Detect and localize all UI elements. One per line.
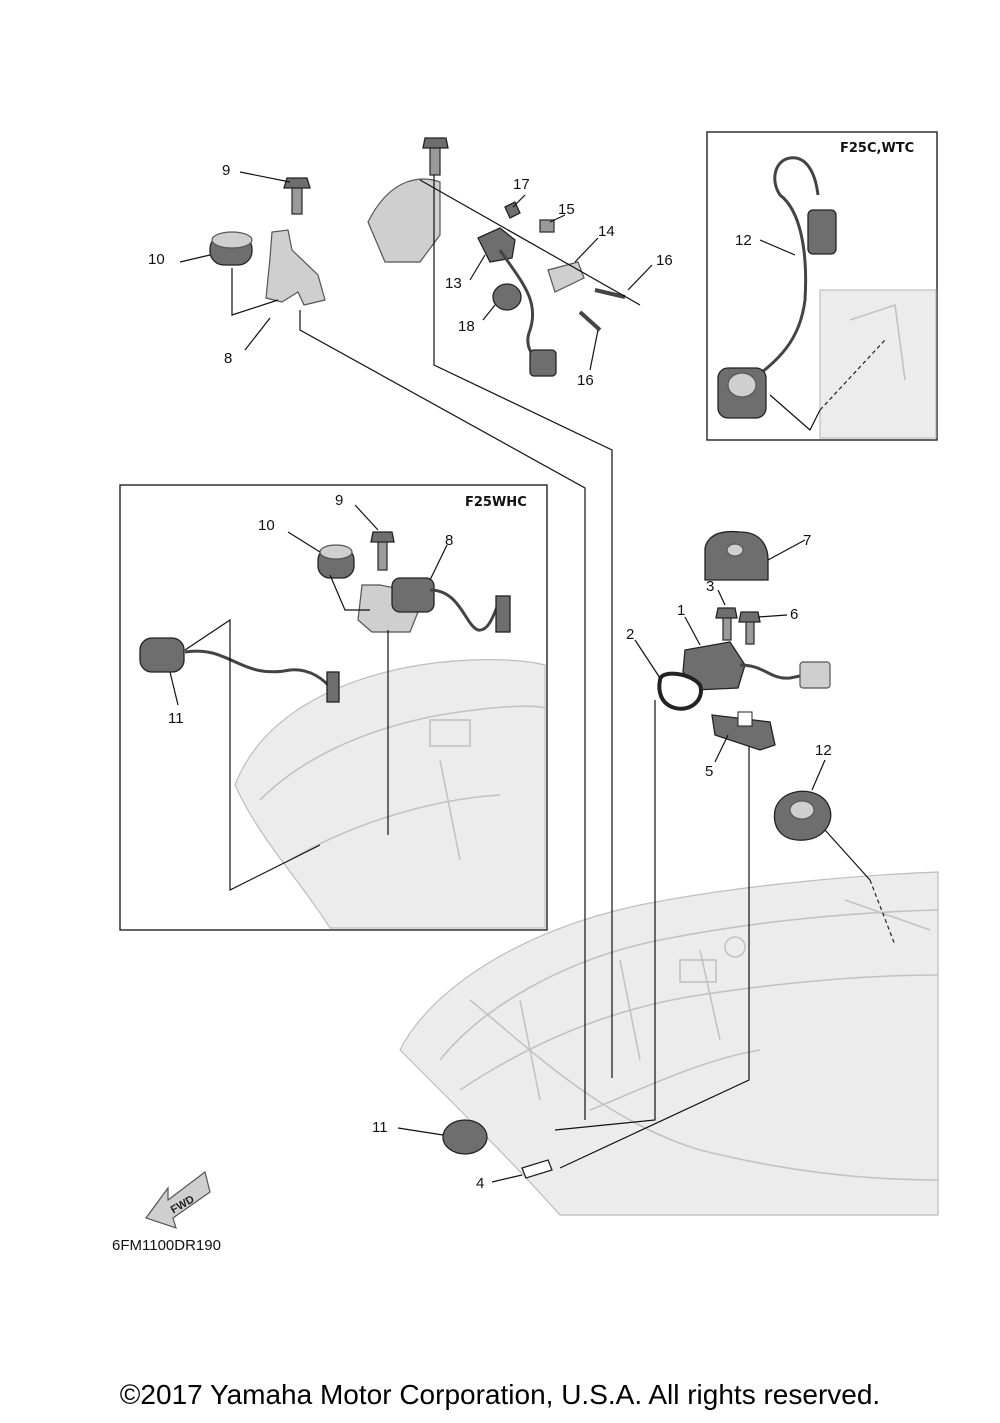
connector-1 — [799, 661, 831, 689]
callout-13: 13 — [445, 275, 462, 292]
plug-11 — [442, 1119, 488, 1155]
callout-7: 7 — [803, 532, 811, 549]
label-4 — [521, 1159, 553, 1179]
inset-title-f25c-wtc: F25C,WTC — [840, 141, 914, 156]
callout-5: 5 — [705, 763, 713, 780]
callout-6: 6 — [790, 606, 798, 623]
bracket-assembly-top-left — [209, 177, 326, 306]
callout-14: 14 — [598, 223, 615, 240]
grommet-18 — [492, 283, 522, 311]
bracket-8-top — [265, 229, 326, 306]
inset-f25whc — [119, 484, 548, 931]
switch-13 — [477, 227, 516, 263]
gasket-2 — [657, 671, 703, 711]
callout-10-top: 10 — [148, 251, 165, 268]
callout-9-whc: 9 — [335, 492, 343, 509]
diagram-code: 6FM1100DR190 — [112, 1237, 221, 1254]
callout-3: 3 — [706, 578, 714, 595]
callout-15: 15 — [558, 201, 575, 218]
callout-1: 1 — [677, 602, 685, 619]
callout-12-wtc: 12 — [735, 232, 752, 249]
callout-18: 18 — [458, 318, 475, 335]
ghost-cowling-wtc — [819, 289, 937, 439]
sensor-lead-12-wtc — [717, 156, 837, 419]
callout-8-whc: 8 — [445, 532, 453, 549]
mount-bracket-top — [367, 178, 441, 263]
screw-6 — [738, 611, 761, 623]
callout-16-b: 16 — [577, 372, 594, 389]
inset-f25c-wtc — [706, 131, 938, 441]
callout-10-whc: 10 — [258, 517, 275, 534]
clip-17 — [504, 201, 521, 219]
switch-1 — [682, 641, 746, 691]
fwd-arrow: FWD — [145, 1170, 211, 1229]
copyright-notice: ©2017 Yamaha Motor Corporation, U.S.A. A… — [119, 1379, 881, 1410]
callout-9-top: 9 — [222, 162, 230, 179]
holder-5 — [711, 714, 776, 751]
screw-3 — [715, 607, 738, 619]
bolt-9-top — [291, 185, 303, 215]
connector-top — [529, 349, 557, 377]
bolt-head-9-top — [283, 177, 311, 189]
callout-12-mid: 12 — [815, 742, 832, 759]
inset-title-f25whc: F25WHC — [465, 495, 527, 510]
switch-assembly-mid — [657, 530, 832, 841]
callout-4: 4 — [476, 1175, 484, 1192]
callout-2: 2 — [626, 626, 634, 643]
callout-17: 17 — [513, 176, 530, 193]
lower-cowling-ghost — [399, 871, 939, 1216]
sensor-11-whc — [139, 637, 340, 703]
bracket-assembly-whc — [317, 531, 511, 633]
plate-14 — [547, 261, 585, 293]
switch-assembly-top-center — [367, 137, 626, 377]
ghost-cowling-whc — [234, 659, 546, 929]
connector-12-wtc — [807, 209, 837, 255]
callout-8-top: 8 — [224, 350, 232, 367]
callout-16-a: 16 — [656, 252, 673, 269]
collar-15 — [539, 219, 555, 233]
callout-11-whc: 11 — [168, 710, 184, 727]
callout-11-bottom: 11 — [372, 1119, 388, 1136]
sensor-8-whc — [391, 577, 435, 613]
